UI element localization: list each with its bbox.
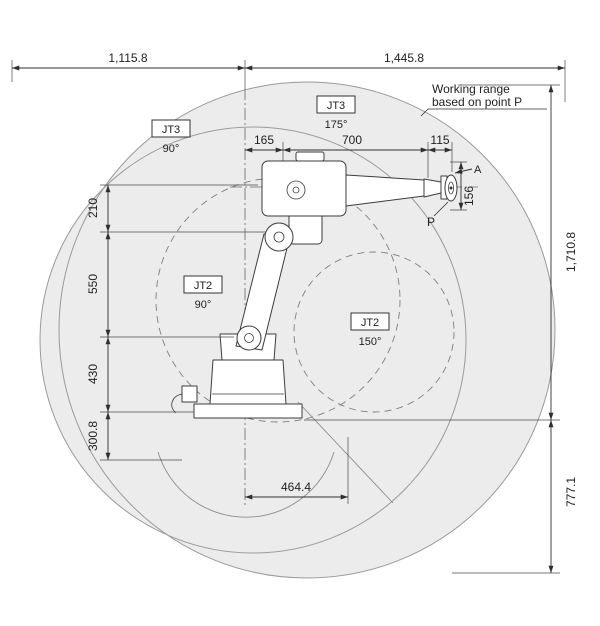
robot-shoulder-joint bbox=[236, 325, 262, 351]
dim-arm-offset-165: 165 bbox=[254, 133, 274, 147]
dim-link-550: 550 bbox=[86, 274, 100, 294]
dimension-base-radius: 464.4 bbox=[245, 437, 349, 504]
view-a-label: A bbox=[474, 164, 482, 176]
dimension-vertical-reach: 1,710.8 777.1 bbox=[304, 84, 578, 574]
dimension-front-reach: 1,445.8 bbox=[245, 51, 566, 102]
robot-base-body bbox=[209, 359, 287, 405]
dimension-left-chain: 210 550 430 300.8 bbox=[86, 184, 266, 461]
label-jt3-front: JT3 175° bbox=[316, 95, 356, 131]
jt3-rear-name: JT3 bbox=[162, 124, 180, 136]
dim-base-height: 300.8 bbox=[86, 421, 100, 451]
point-p-marker bbox=[449, 186, 453, 190]
base-rotation-arc bbox=[157, 451, 335, 518]
dim-vertical-upper: 1,710.8 bbox=[564, 232, 578, 272]
jt2-front-name: JT2 bbox=[361, 317, 379, 329]
point-p-leader bbox=[433, 201, 449, 217]
dim-rear-reach: 1,115.8 bbox=[108, 51, 147, 65]
dim-arm-length-700: 700 bbox=[342, 133, 362, 147]
robot-arm bbox=[171, 151, 458, 419]
dim-vertical-lower: 777.1 bbox=[564, 477, 578, 507]
robot-elbow-motor bbox=[288, 212, 323, 245]
point-p-annotation: P bbox=[427, 201, 449, 229]
label-jt2-front: JT2 150° bbox=[350, 312, 390, 348]
jt2-front-angle: 150° bbox=[359, 336, 382, 348]
jt2-90-range-circle bbox=[155, 177, 401, 423]
working-range-leader bbox=[420, 108, 429, 117]
view-a-annotation: A bbox=[454, 164, 482, 176]
lower-range-boundary-line bbox=[297, 401, 394, 504]
dimension-arm-chain: 165 700 115 bbox=[245, 133, 453, 178]
dim-flange-156: 156 bbox=[462, 186, 476, 206]
jt2-range-circles bbox=[155, 177, 455, 423]
view-a-arrow bbox=[454, 168, 473, 174]
jt2-rear-angle: 90° bbox=[195, 299, 212, 311]
construction-lines bbox=[157, 401, 394, 518]
dimension-rear-reach: 1,115.8 bbox=[11, 51, 246, 88]
robot-base-plate bbox=[193, 403, 303, 419]
dim-link-210: 210 bbox=[86, 198, 100, 218]
dim-wrist-offset-115: 115 bbox=[430, 133, 449, 147]
point-p-label: P bbox=[427, 215, 435, 229]
robot-forearm-housing bbox=[261, 160, 347, 217]
jt2-150-range-circle bbox=[293, 251, 455, 413]
dim-link-430: 430 bbox=[86, 364, 100, 384]
robot-housing-cap bbox=[295, 151, 325, 162]
working-range-note-line1: Working range bbox=[432, 82, 510, 96]
working-range-note-line2: based on point P bbox=[432, 95, 522, 109]
robot-elbow-joint bbox=[264, 222, 294, 252]
label-jt3-rear: JT3 90° bbox=[151, 119, 191, 155]
jt2-rear-name: JT2 bbox=[194, 280, 212, 292]
jt3-front-name: JT3 bbox=[327, 100, 345, 112]
robot-connector-box bbox=[181, 385, 198, 403]
label-jt2-rear: JT2 90° bbox=[183, 275, 223, 311]
robot-cable bbox=[171, 393, 183, 414]
working-range-note: Working range based on point P bbox=[420, 82, 547, 117]
jt3-rear-angle: 90° bbox=[163, 143, 180, 155]
dim-base-radius: 464.4 bbox=[281, 480, 311, 494]
dimension-flange-156: 156 bbox=[450, 161, 476, 211]
dim-front-reach: 1,445.8 bbox=[384, 51, 424, 65]
jt3-front-angle: 175° bbox=[325, 119, 348, 131]
